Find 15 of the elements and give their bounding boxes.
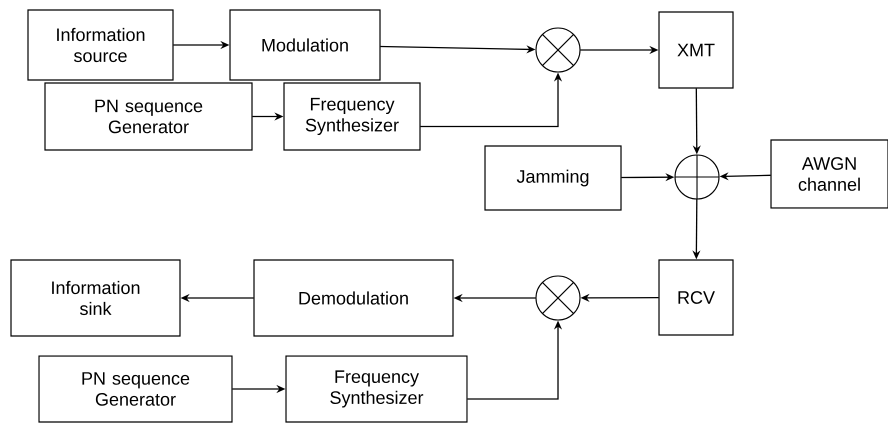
block-box: Demodulation <box>253 259 454 337</box>
block-box: Jamming <box>484 145 622 211</box>
block-box: Modulation <box>229 9 381 81</box>
block-box: XMT <box>658 11 734 89</box>
multiplier-symbol <box>535 27 581 73</box>
block-box: PN sequence Generator <box>38 355 233 423</box>
block-box: RCV <box>658 259 734 336</box>
block-box: Information source <box>27 9 174 81</box>
multiplier-symbol <box>535 275 581 321</box>
block-box: Frequency Synthesizer <box>283 82 421 151</box>
block-box: PN sequence Generator <box>44 82 253 151</box>
block-box: Frequency Synthesizer <box>285 355 468 423</box>
block-box: Information sink <box>10 259 181 337</box>
block-box: AWGN channel <box>770 139 888 209</box>
adder-symbol <box>674 154 720 200</box>
